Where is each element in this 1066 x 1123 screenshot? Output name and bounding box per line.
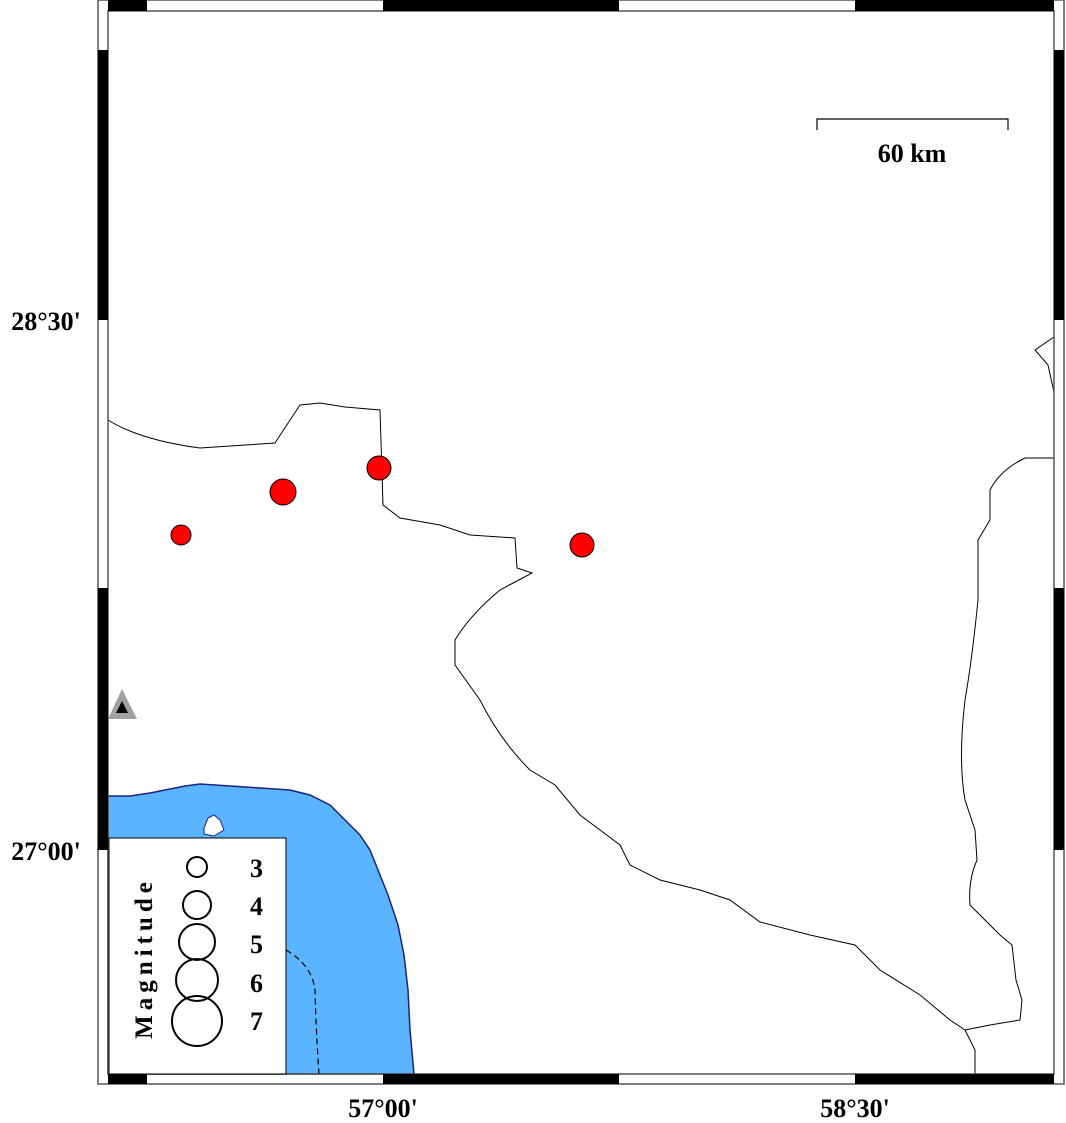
station-triangle-icon[interactable] [108,689,137,719]
lat-label: 28°30' [11,307,81,336]
earthquake-event[interactable] [366,455,392,481]
earthquake-event[interactable] [269,478,297,506]
island [203,814,225,837]
scale-bar-label: 60 km [878,139,947,168]
legend-label: 5 [250,930,263,959]
legend-label: 7 [250,1007,263,1036]
legend-label: 4 [250,892,263,921]
borders [107,336,1055,1074]
magnitude-legend: Magnitude 3 4 5 6 7 [108,837,287,1075]
legend-title: Magnitude [131,877,158,1039]
legend-label: 3 [250,854,263,883]
earthquake-event[interactable] [569,532,595,558]
legend-circle-6 [175,958,219,1002]
bathymetry-contour [285,949,320,1075]
lat-label: 27°00' [11,837,81,866]
legend-circle-7 [171,995,223,1047]
earthquake-event[interactable] [170,524,192,546]
map-frame [97,0,1065,1085]
legend-label: 6 [250,969,263,998]
lon-label: 57°00' [348,1094,418,1123]
legend-circle-3 [186,856,208,878]
lon-label: 58°30' [820,1094,890,1123]
scale-bar: 60 km [816,118,1009,168]
legend-circle-4 [182,890,212,920]
